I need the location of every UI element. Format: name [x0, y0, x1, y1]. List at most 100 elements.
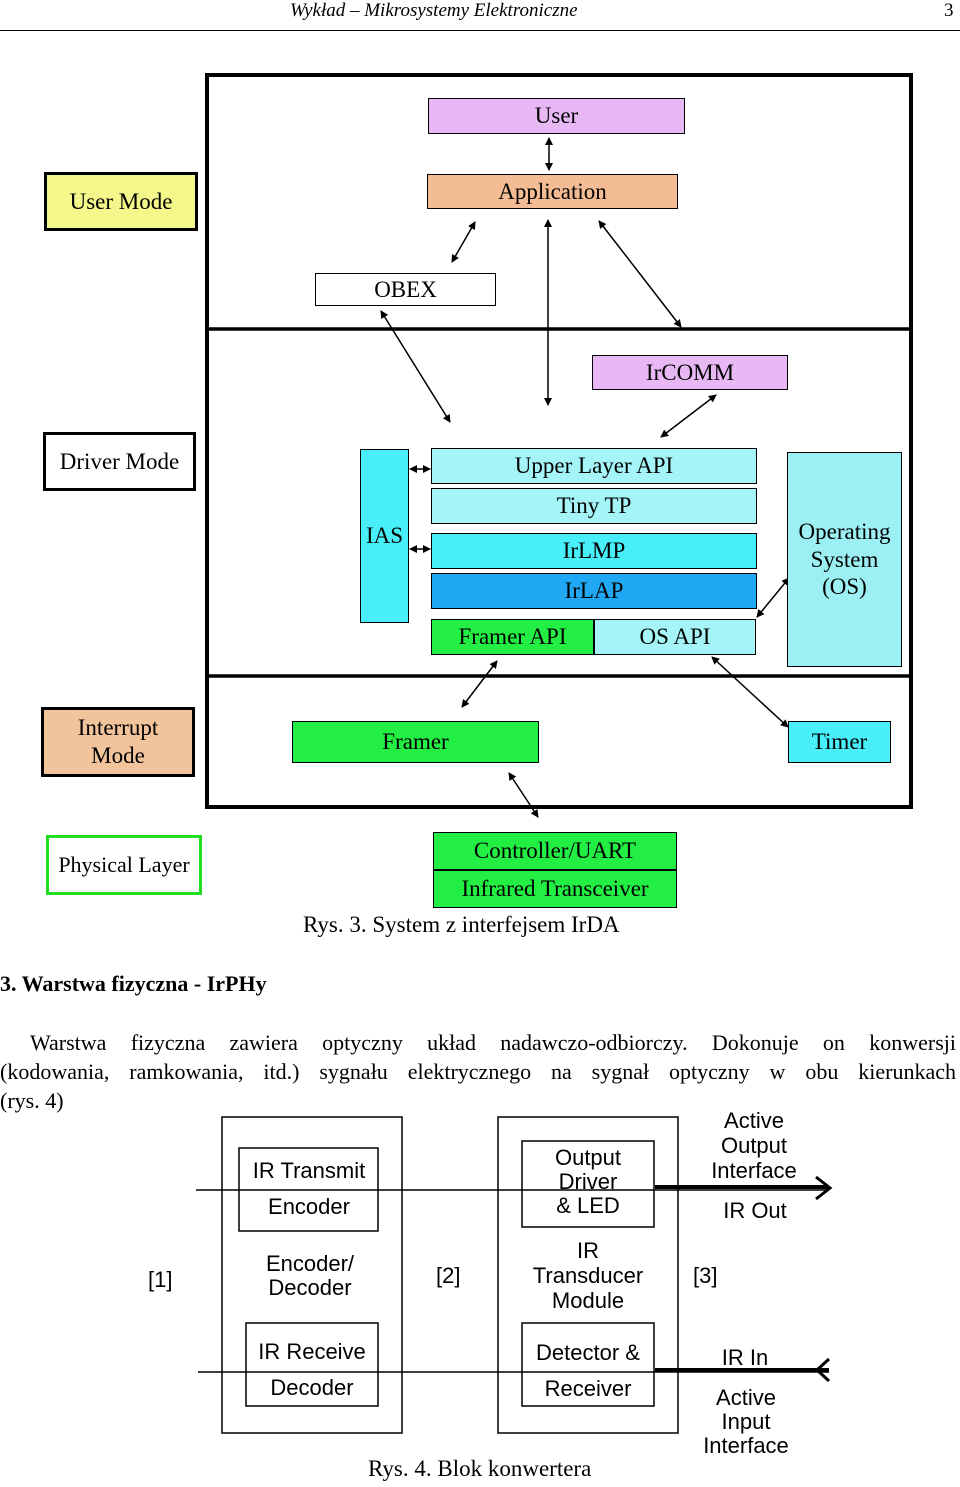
encoder-decoder-label-2: Decoder — [268, 1275, 352, 1300]
infrared-transceiver-block: Infrared Transceiver — [433, 870, 677, 908]
arrow-obex-stack — [380, 310, 451, 423]
interrupt-mode-box: Interrupt Mode — [41, 707, 195, 777]
page-header — [0, 0, 960, 31]
ir-transmit-label-2: Encoder — [268, 1194, 350, 1219]
label-1: [1] — [148, 1267, 173, 1292]
controller-uart-block: Controller/UART — [433, 832, 677, 870]
detector-label-1: Detector & — [536, 1340, 640, 1365]
timer-label: Timer — [811, 729, 868, 755]
page-number: 3 — [944, 0, 954, 21]
paragraph-line-1: Warstwa fizyczna zawiera optyczny układ … — [30, 1030, 956, 1055]
framer-api-block: Framer API — [431, 619, 594, 655]
arrow-framerapi-framer — [461, 660, 498, 708]
operating-system-block: Operating System (OS) — [787, 452, 902, 667]
active-input-label-3: Interface — [703, 1433, 789, 1458]
output-driver-label-3: & LED — [556, 1193, 620, 1218]
figure3-caption: Rys. 3. System z interfejsem IrDA — [303, 912, 620, 937]
ir-in-label: IR In — [721, 1345, 769, 1370]
interrupt-mode-label-2: Mode — [91, 743, 145, 768]
arrow-framer-controller — [508, 772, 539, 818]
interrupt-mode-label-1: Interrupt — [77, 715, 159, 741]
ir-receive-text: IR Receive Decoder — [246, 1334, 378, 1406]
active-input-text: Active Input Interface — [680, 1386, 812, 1458]
irlmp-block: IrLMP — [431, 533, 757, 569]
ir-receive-box — [245, 1322, 379, 1407]
timer-block: Timer — [788, 721, 891, 763]
paragraph-line-3: (rys. 4) — [0, 1088, 64, 1113]
ir-out-label: IR Out — [723, 1198, 787, 1223]
irlap-label: IrLAP — [564, 578, 624, 604]
application-block-label: Application — [498, 178, 607, 204]
infrared-transceiver-label: Infrared Transceiver — [461, 876, 649, 902]
header-title: Wykład – Mikrosystemy Elektroniczne — [290, 0, 578, 21]
ir-transmit-label-1: IR Transmit — [252, 1158, 366, 1183]
section-heading: 3. Warstwa fizyczna - IrPHy — [0, 971, 267, 996]
upper-layer-api-label: Upper Layer API — [514, 453, 674, 479]
ir-transducer-label-3: Module — [551, 1288, 625, 1313]
ircomm-block: IrCOMM — [592, 355, 788, 390]
obex-block: OBEX — [315, 273, 496, 306]
label-2: [2] — [436, 1263, 461, 1288]
framer-api-label: Framer API — [458, 624, 567, 650]
obex-block-label: OBEX — [374, 276, 437, 302]
active-output-label-1: Active — [724, 1108, 784, 1133]
tiny-tp-label: Tiny TP — [556, 493, 632, 519]
os-label-1: Operating — [798, 519, 891, 545]
upper-layer-api-block: Upper Layer API — [431, 448, 757, 484]
user-mode-label: User Mode — [69, 188, 173, 214]
arrow-app-obex — [451, 221, 476, 263]
ir-receive-label-2: Decoder — [270, 1375, 354, 1400]
active-output-text: Active Output Interface — [688, 1108, 820, 1183]
framer-block: Framer — [292, 721, 539, 763]
ir-out-arrowhead — [815, 1175, 833, 1201]
ir-transmit-text: IR Transmit Encoder — [240, 1153, 378, 1225]
encoder-outer-box — [221, 1116, 403, 1434]
os-label-3: (OS) — [822, 574, 867, 600]
active-input-label-2: Input — [721, 1409, 771, 1434]
physical-layer-label: Physical Layer — [58, 851, 190, 877]
active-output-label-2: Output — [720, 1133, 788, 1158]
ias-block: IAS — [360, 449, 409, 623]
output-driver-label-1: Output — [554, 1145, 622, 1170]
user-block-label: User — [534, 103, 579, 129]
ir-transducer-label-1: IR — [577, 1238, 599, 1263]
detector-text: Detector & Receiver — [522, 1335, 654, 1407]
irlmp-label: IrLMP — [562, 538, 626, 564]
os-api-label: OS API — [639, 624, 711, 650]
active-output-label-3: Interface — [711, 1158, 797, 1183]
arrow-ircomm-stack — [660, 394, 717, 438]
controller-uart-label: Controller/UART — [473, 838, 637, 864]
label-3: [3] — [693, 1263, 718, 1288]
output-driver-text: Output Driver & LED — [522, 1146, 654, 1218]
irlap-block: IrLAP — [431, 573, 757, 609]
driver-mode-box: Driver Mode — [43, 432, 196, 491]
framer-label: Framer — [382, 729, 449, 755]
output-driver-box — [521, 1140, 655, 1228]
ir-receive-label-1: IR Receive — [258, 1339, 366, 1364]
ir-transducer-label-2: Transducer — [532, 1263, 644, 1288]
arrow-app-ircomm — [598, 220, 682, 328]
detector-label-2: Receiver — [544, 1376, 632, 1401]
application-block: Application — [427, 174, 678, 209]
ir-transducer-text: IR Transducer Module — [510, 1238, 666, 1313]
encoder-decoder-label-1: Encoder/ — [265, 1251, 355, 1276]
os-api-block: OS API — [594, 619, 756, 655]
ircomm-block-label: IrCOMM — [645, 359, 735, 385]
figure4-caption: Rys. 4. Blok konwertera — [368, 1456, 592, 1481]
system-frame — [205, 73, 913, 809]
physical-layer-box: Physical Layer — [46, 835, 202, 895]
arrow-osapi-timer — [711, 656, 789, 728]
output-driver-label-2: Driver — [558, 1169, 618, 1194]
arrow-osapi-os — [756, 577, 790, 618]
active-input-label-1: Active — [716, 1385, 776, 1410]
os-label-2: System — [810, 546, 879, 572]
driver-mode-label: Driver Mode — [59, 448, 180, 474]
detector-box — [521, 1322, 655, 1407]
user-block: User — [428, 98, 685, 134]
ir-in-arrowhead — [814, 1357, 831, 1383]
tiny-tp-block: Tiny TP — [431, 488, 757, 524]
transducer-outer-box — [497, 1116, 679, 1434]
user-mode-box: User Mode — [44, 172, 198, 231]
